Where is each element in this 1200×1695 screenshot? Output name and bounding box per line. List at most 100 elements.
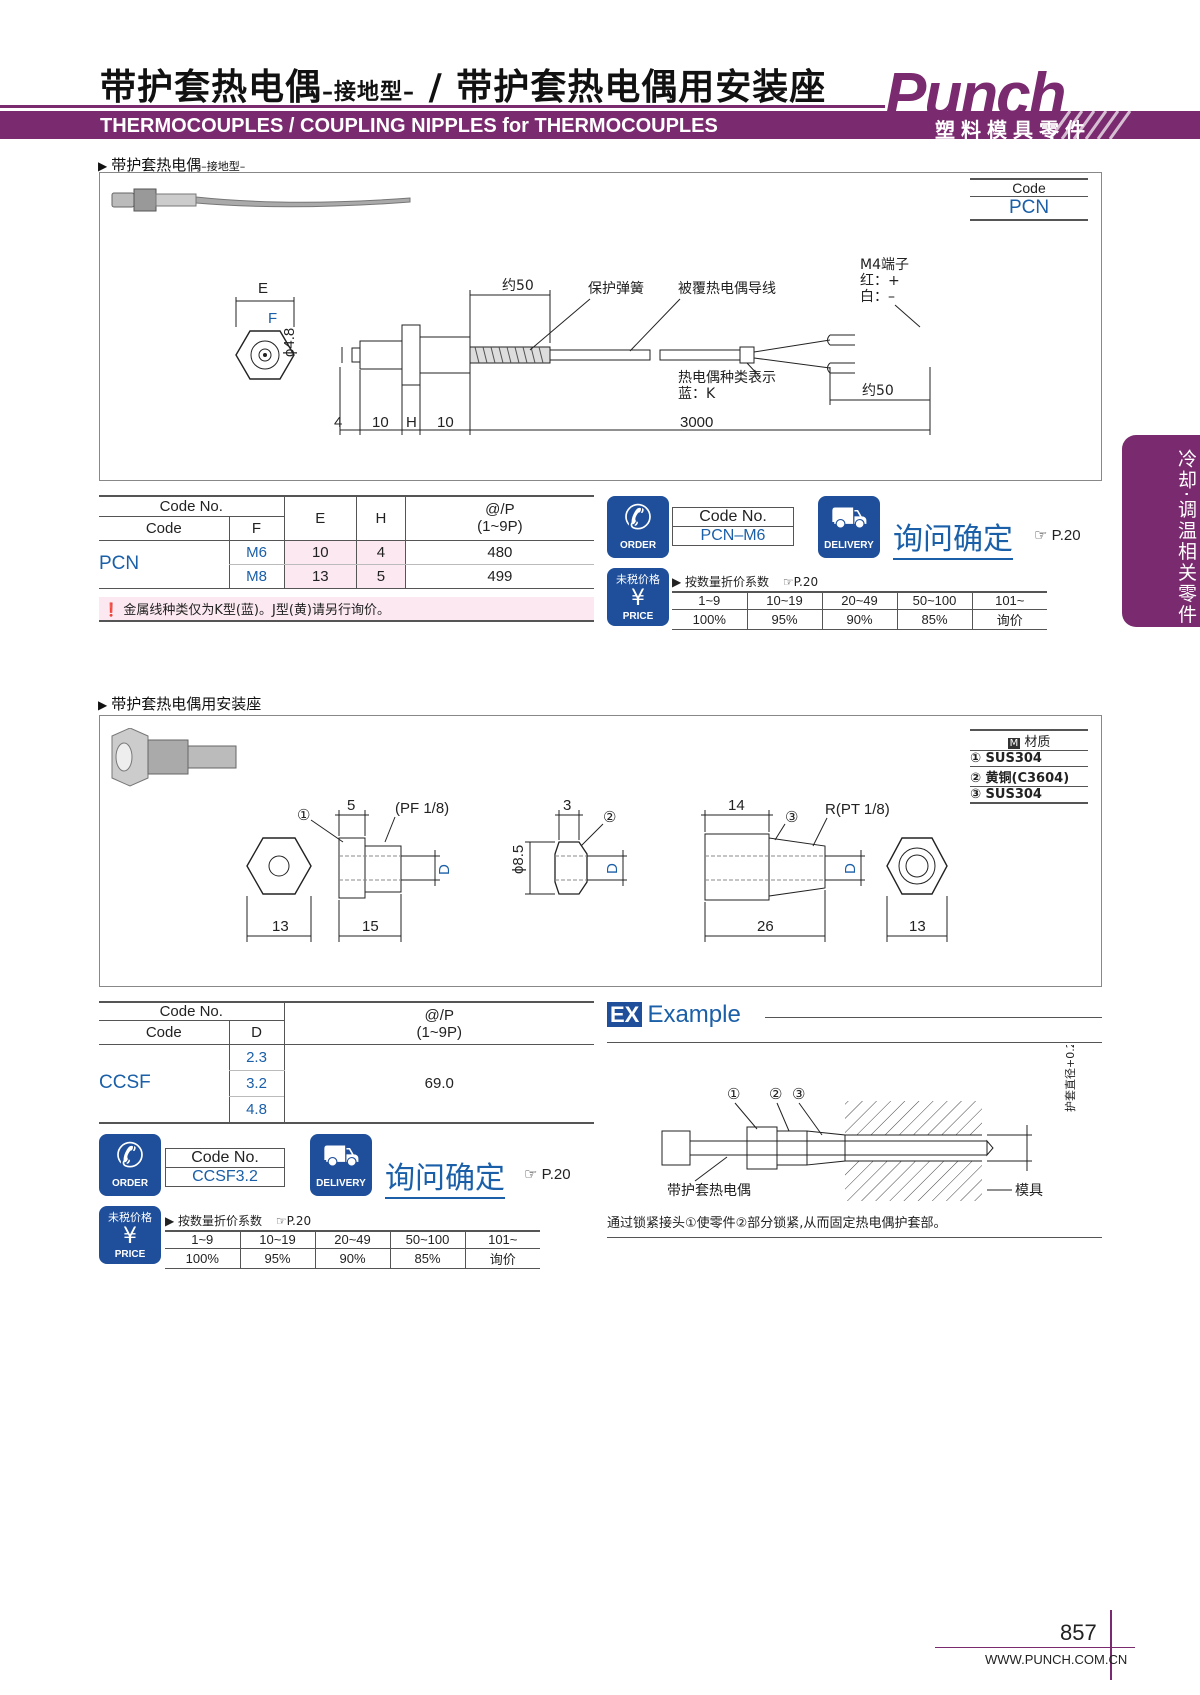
example-note: 通过锁紧接头①使零件②部分锁紧,从而固定热电偶护套部。 [607, 1212, 1102, 1238]
footer-url[interactable]: WWW.PUNCH.COM.CN [985, 1652, 1128, 1667]
qty-cell: 50~100 [390, 1231, 466, 1249]
discount-table: 1~9 10~19 20~49 50~100 101~ 100% 95% 90%… [165, 1230, 540, 1269]
pcn-note: ❗ 金属线种类仅为K型(蓝)。J型(黄)请另行询价。 [99, 597, 594, 622]
example-rule-2 [607, 1042, 1102, 1043]
delivery-label: DELIVERY [824, 540, 874, 551]
ex-badge: EX [607, 1002, 643, 1027]
dim-phi85: ϕ8.5 [510, 845, 527, 874]
row-h: 5 [356, 564, 406, 589]
qty-cell: 101~ [465, 1231, 540, 1249]
pcn-code: PCN [99, 540, 229, 589]
qty-cell: 20~49 [315, 1231, 391, 1249]
section1-drawing-box [99, 172, 1102, 481]
discount-title-text: 按数量折价系数 [178, 1214, 263, 1228]
delivery-label: DELIVERY [316, 1178, 366, 1189]
example-callout-3: ③ [792, 1086, 805, 1103]
hdr-codeno: Code No. [99, 1002, 284, 1021]
hand-icon: ☞ [275, 1214, 287, 1228]
row-e: 10 [283, 540, 357, 565]
inquire-text: 询问确定 [385, 1153, 505, 1199]
rate-cell: 询价 [972, 609, 1047, 630]
hdr-price-1: @/P [485, 501, 515, 519]
hdr-code: Code [99, 516, 229, 541]
price-icon: 未税价格 ¥ PRICE [607, 568, 669, 626]
delivery-icon: ⛟ DELIVERY [818, 496, 880, 558]
delivery-icon: ⛟ DELIVERY [310, 1134, 372, 1196]
page-ref[interactable]: ☞ P.20 [524, 1165, 571, 1183]
price-icon: 未税价格 ¥ PRICE [99, 1206, 161, 1264]
material-box: M 材质 ① SUS304 ② 黄铜(C3604) ③ SUS304 [970, 729, 1088, 804]
label-rpt: R(PT 1/8) [825, 801, 890, 818]
title-sub: –接地型– [322, 80, 416, 105]
coupling-drawing: 13 5 (PF 1/8) ① D 15 3 ② ϕ8.5 D 14 ③ R(P… [246, 797, 948, 942]
qty-cell: 50~100 [897, 592, 973, 610]
dim-D1: D [436, 864, 453, 875]
qty-cell: 20~49 [822, 592, 898, 610]
row-f: M6 [228, 540, 284, 565]
rate-cell: 85% [897, 609, 973, 630]
alert-icon: ❗ [103, 603, 120, 618]
hdr-price: @/P(1~9P) [283, 1002, 594, 1045]
label-type-blue: 蓝：K [678, 386, 716, 402]
discount-ref: P.20 [286, 1214, 312, 1228]
material-title-text: 材质 [1024, 735, 1051, 750]
page-ref[interactable]: ☞ P.20 [1034, 526, 1081, 544]
side-tab[interactable]: 冷却·调温相关零件 [1122, 435, 1200, 627]
rate-cell: 95% [240, 1248, 316, 1269]
price-label: PRICE [622, 611, 654, 622]
dim-H: H [406, 414, 417, 431]
phone-icon: ✆ [115, 1136, 145, 1176]
rate-cell: 90% [822, 609, 898, 630]
discount-title: ▶ 按数量折价系数 ☞P.20 [672, 575, 819, 589]
rate-cell: 85% [390, 1248, 466, 1269]
dim-D3: D [842, 863, 859, 874]
page-title: 带护套热电偶–接地型– / 带护套热电偶用安装座 [100, 58, 826, 110]
label-white: 白：– [860, 289, 895, 305]
dim-13b: 13 [909, 918, 926, 935]
example-callout-1: ① [727, 1086, 740, 1103]
hdr-code: Code [99, 1020, 229, 1045]
dim-approx50b: 约50 [862, 383, 894, 399]
qty-cell: 1~9 [165, 1231, 241, 1249]
hdr-price: @/P(1~9P) [404, 496, 594, 541]
discount-title-text: 按数量折价系数 [685, 575, 770, 589]
triangle-icon: ▶ [98, 159, 108, 173]
coupling-photo [111, 728, 237, 787]
example-title: Example [647, 1001, 741, 1028]
material-row: ② 黄铜(C3604) [970, 767, 1088, 787]
dim-15: 15 [362, 918, 379, 935]
order-codeno-label: Code No. [166, 1149, 284, 1168]
dim-E: E [258, 280, 268, 297]
hdr-price-2: (1~9P) [477, 518, 523, 536]
qty-cell: 1~9 [672, 592, 748, 610]
section2-title: ▶带护套热电偶用安装座 [98, 693, 261, 714]
order-icon: ✆ ORDER [607, 496, 669, 558]
brand-subtitle: 塑料模具零件 [935, 118, 1091, 142]
example-drawing: ① ② ③ 带护套热电偶 模具 护套直径+0.2~0.3 [661, 1045, 1077, 1201]
price-top-label: 未税价格 [108, 1211, 152, 1224]
ccsf-price: 69.0 [283, 1044, 594, 1124]
page-ref-text: P.20 [541, 1166, 571, 1183]
hand-icon: ☞ [524, 1166, 538, 1183]
order-label: ORDER [111, 1178, 149, 1189]
label-mold: 模具 [1015, 1183, 1043, 1199]
label-wire: 被覆热电偶导线 [678, 281, 776, 297]
label-spring: 保护弹簧 [588, 281, 644, 297]
section1-title-sub: –接地型– [201, 160, 246, 173]
row-e: 13 [283, 564, 357, 589]
order-codeno-label: Code No. [673, 508, 793, 527]
callout-1: ① [297, 807, 310, 824]
qty-cell: 101~ [972, 592, 1047, 610]
callout-3: ③ [785, 809, 798, 826]
hex-front-view [235, 330, 295, 380]
material-icon: M [1007, 738, 1021, 749]
band-stripes [1050, 111, 1132, 139]
pcn-spec-table: Code No. E H @/P(1~9P) Code F PCN M6 10 … [99, 495, 594, 589]
thermocouple-photo [111, 188, 411, 212]
discount-ref: P.20 [793, 575, 819, 589]
order-codeno: PCN–M6 [700, 527, 766, 544]
hand-icon: ☞ [782, 575, 794, 589]
qty-cell: 10~19 [240, 1231, 316, 1249]
page-ref-text: P.20 [1051, 527, 1081, 544]
hdr-codeno: Code No. [99, 496, 284, 517]
